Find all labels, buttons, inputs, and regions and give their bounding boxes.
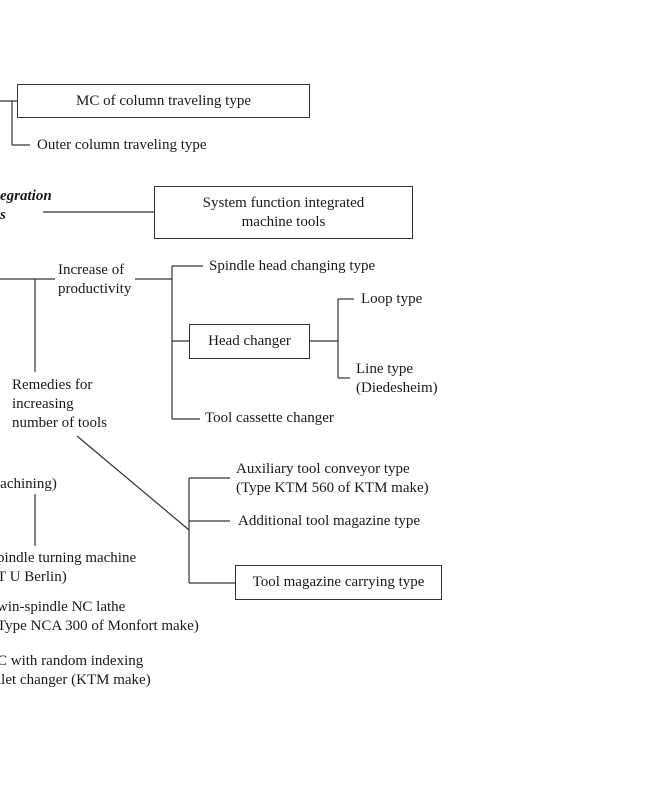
line-type-line-1: Line type — [356, 361, 414, 377]
spindle-turning-label: pindle turning machine T U Berlin) — [0, 549, 136, 587]
additional-magazine-label: Additional tool magazine type — [238, 513, 421, 529]
system-function-line-2: machine tools — [241, 213, 326, 230]
increase-productivity-line-1: Increase of — [58, 262, 125, 278]
twin-spindle-line-2: Type NCA 300 of Monfort make) — [0, 618, 199, 634]
remedies-tools-label: Remedies for increasing number of tools — [12, 376, 107, 433]
loop-type-label: Loop type — [361, 291, 423, 307]
head-changer-label: Head changer — [208, 333, 291, 349]
line-type-line-2: (Diedesheim) — [356, 380, 438, 396]
tool-magazine-carrying-box: Tool magazine carrying type — [235, 565, 442, 600]
auxiliary-conveyor-line-2: (Type KTM 560 of KTM make) — [236, 480, 429, 496]
outer-column-traveling-label: Outer column traveling type — [37, 137, 207, 153]
remedies-tools-line-2: increasing — [12, 396, 74, 412]
mc-column-traveling-label: MC of column traveling type — [76, 92, 251, 109]
increase-productivity-line-2: productivity — [58, 281, 132, 297]
line-type-label: Line type (Diedesheim) — [356, 360, 438, 398]
auxiliary-conveyor-label: Auxiliary tool conveyor type (Type KTM 5… — [236, 460, 429, 498]
random-indexing-label: C with random indexing llet changer (KTM… — [0, 652, 151, 690]
tool-magazine-carrying-label: Tool magazine carrying type — [252, 574, 425, 590]
twin-spindle-line-1: win-spindle NC lathe — [0, 599, 126, 615]
mc-column-traveling-box: MC of column traveling type — [17, 84, 310, 118]
spindle-turning-line-2: T U Berlin) — [0, 569, 67, 585]
connector-line — [76, 435, 190, 531]
remedies-tools-line-3: number of tools — [12, 415, 107, 431]
spindle-turning-line-1: pindle turning machine — [0, 550, 137, 566]
head-changer-box: Head changer — [189, 324, 310, 359]
integration-heading-line-1: egration — [0, 188, 52, 204]
integration-heading: egration s — [0, 187, 52, 225]
auxiliary-conveyor-line-1: Auxiliary tool conveyor type — [236, 461, 410, 477]
random-indexing-line-2: llet changer (KTM make) — [0, 672, 151, 688]
spindle-head-changing-label: Spindle head changing type — [209, 258, 376, 274]
system-function-box: System function integrated machine tools — [154, 186, 413, 239]
integration-heading-line-2: s — [0, 207, 6, 223]
random-indexing-line-1: C with random indexing — [0, 653, 144, 669]
twin-spindle-label: win-spindle NC lathe Type NCA 300 of Mon… — [0, 598, 199, 636]
system-function-line-1: System function integrated — [202, 194, 365, 211]
machining-label: lachining) — [0, 476, 57, 492]
tool-cassette-changer-label: Tool cassette changer — [205, 410, 334, 426]
increase-productivity-label: Increase of productivity — [58, 261, 131, 299]
remedies-tools-line-1: Remedies for — [12, 377, 93, 393]
